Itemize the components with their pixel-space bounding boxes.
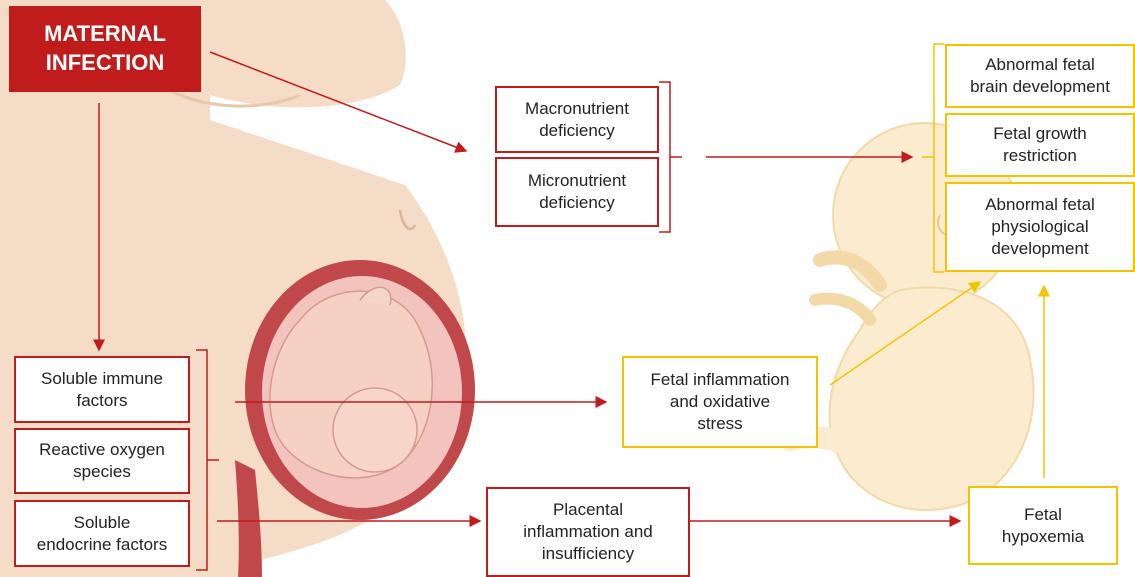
arrow-inflammation-to-outcomes <box>830 282 980 385</box>
placental-inflammation-box: Placental inflammation and insufficiency <box>486 487 690 577</box>
bracket-nutrients <box>659 82 682 232</box>
fetal-hypoxemia-box: Fetal hypoxemia <box>968 486 1118 565</box>
arrow-infection-to-nutrients <box>210 52 466 151</box>
bracket-maternal-factors <box>196 350 219 570</box>
macronutrient-box: Macronutrient deficiency <box>495 86 659 153</box>
abnormal-brain-development-box: Abnormal fetal brain development <box>945 44 1135 108</box>
bracket-outcomes <box>922 44 944 272</box>
fetal-inflammation-box: Fetal inflammation and oxidative stress <box>622 356 818 448</box>
reactive-oxygen-species-box: Reactive oxygen species <box>14 428 190 494</box>
abnormal-physiological-development-box: Abnormal fetal physiological development <box>945 182 1135 272</box>
soluble-endocrine-factors-box: Soluble endocrine factors <box>14 500 190 567</box>
fetal-growth-restriction-box: Fetal growth restriction <box>945 113 1135 177</box>
maternal-infection-title: MATERNAL INFECTION <box>9 6 201 92</box>
soluble-immune-factors-box: Soluble immune factors <box>14 356 190 423</box>
micronutrient-box: Micronutrient deficiency <box>495 157 659 227</box>
